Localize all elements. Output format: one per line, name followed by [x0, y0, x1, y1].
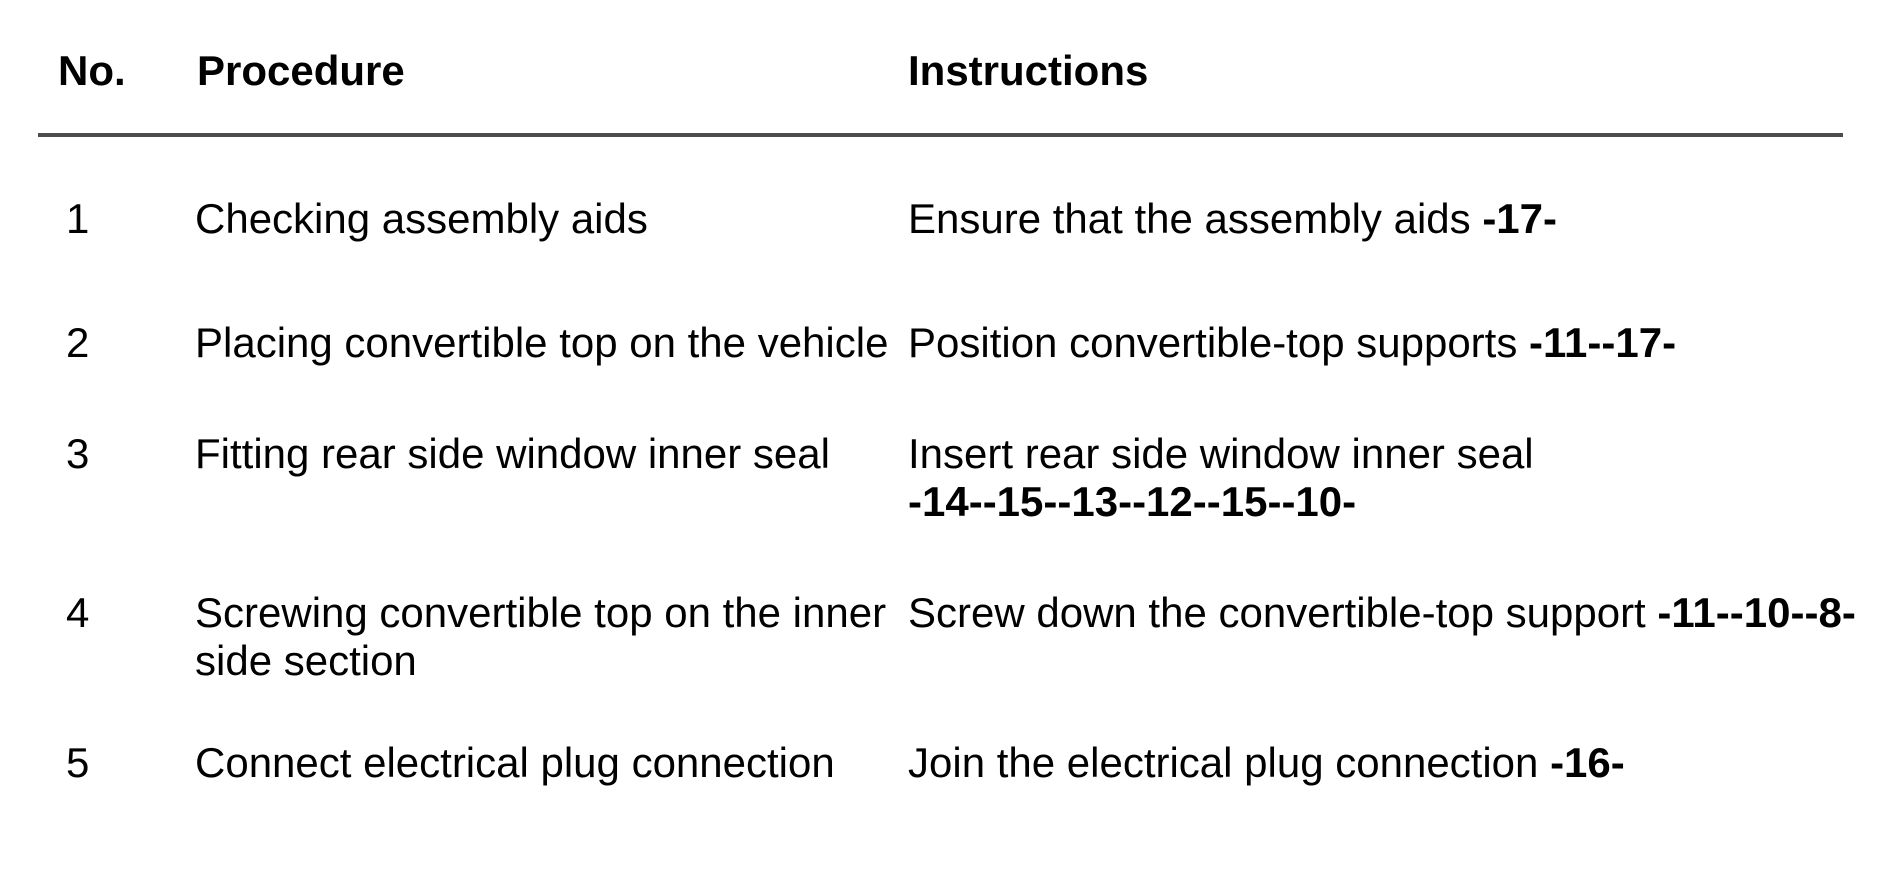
column-header-instructions: Instructions [908, 47, 1149, 94]
column-header-no: No. [58, 47, 126, 94]
procedure-text: Placing convertible top on the vehicle [195, 319, 889, 366]
procedure-text: Fitting rear side window inner seal [195, 430, 830, 477]
row-number: 2 [66, 319, 90, 366]
procedure-text: Checking assembly aids [195, 195, 648, 242]
instruction-item-refs: -14--15--13--12--15--10- [908, 478, 1357, 525]
instruction-item-refs: -17- [1482, 195, 1558, 242]
instruction-text: Ensure that the assembly aids [908, 195, 1471, 242]
instruction-cell: Screw down the convertible-top support -… [908, 589, 1883, 637]
instruction-text: Insert rear side window inner seal [908, 430, 1534, 477]
row-number: 4 [66, 589, 90, 636]
procedure-text: Screwing convertible top on the inner si… [195, 589, 887, 684]
instruction-text: Screw down the convertible-top support [908, 589, 1646, 636]
table-row-1: 1 Checking assembly aids Ensure that the… [0, 195, 1891, 243]
instruction-cell: Ensure that the assembly aids -17- [908, 195, 1883, 243]
row-number: 5 [66, 739, 90, 786]
instruction-cell: Position convertible-top supports -11--1… [908, 319, 1883, 367]
instruction-item-refs: -11--17- [1529, 319, 1677, 366]
instruction-item-refs: -11--10--8- [1657, 589, 1856, 636]
procedure-text: Connect electrical plug connection [195, 739, 835, 786]
instruction-text: Join the electrical plug connection [908, 739, 1539, 786]
table-header-row: No. Procedure Instructions [0, 47, 1891, 95]
table-row-5: 5 Connect electrical plug connection Joi… [0, 739, 1891, 787]
row-number: 3 [66, 430, 90, 477]
header-divider-line [38, 133, 1843, 137]
instruction-item-refs: -16- [1550, 739, 1625, 786]
instruction-cell: Insert rear side window inner seal -14--… [908, 430, 1883, 526]
table-row-2: 2 Placing convertible top on the vehicle… [0, 319, 1891, 367]
column-header-procedure: Procedure [197, 47, 405, 94]
row-number: 1 [66, 195, 90, 242]
instruction-text: Position convertible-top supports [908, 319, 1518, 366]
instruction-cell: Join the electrical plug connection -16- [908, 739, 1883, 787]
table-row-4: 4 Screwing convertible top on the inner … [0, 589, 1891, 684]
table-row-3: 3 Fitting rear side window inner seal In… [0, 430, 1891, 525]
